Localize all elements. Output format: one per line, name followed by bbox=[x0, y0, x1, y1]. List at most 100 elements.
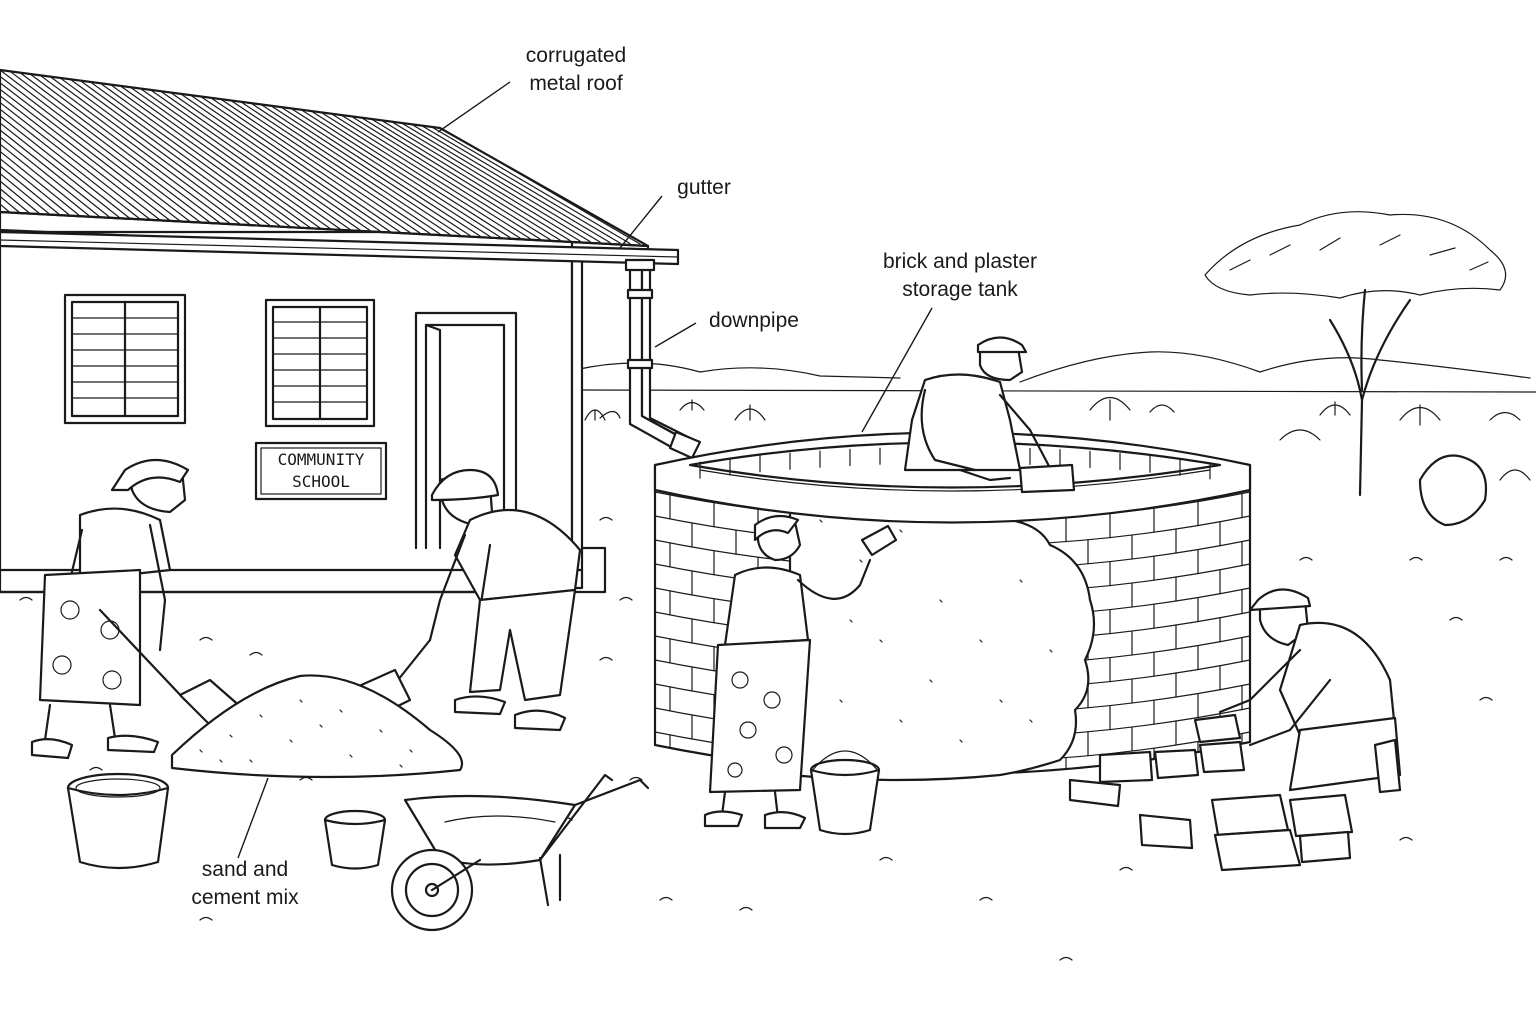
roof-corrugation-line bbox=[0, 70, 131, 220]
loose-bricks bbox=[1068, 713, 1354, 872]
roof-corrugation-line bbox=[29, 73, 231, 225]
label-tank-line1: brick and plaster bbox=[882, 250, 1038, 273]
label-gutter: gutter bbox=[664, 174, 744, 202]
roof-corrugation-line bbox=[249, 101, 451, 236]
roof-corrugation-line bbox=[629, 151, 648, 246]
roof-corrugation-line bbox=[0, 70, 201, 223]
roof-corrugation-line bbox=[0, 70, 151, 221]
roof-corrugation-line bbox=[389, 120, 591, 243]
plaster-texture bbox=[819, 519, 1053, 743]
roof-corrugation-line bbox=[209, 96, 411, 234]
label-roof-line2: metal roof bbox=[529, 72, 623, 95]
roof-corrugation-line bbox=[329, 112, 531, 240]
leader-tank bbox=[861, 307, 933, 433]
leader-lines bbox=[237, 81, 933, 859]
roof-corrugation-line bbox=[359, 116, 561, 241]
school-sign-text: COMMUNITY SCHOOL bbox=[256, 449, 386, 493]
roof-corrugation-line bbox=[189, 94, 391, 233]
roof-corrugation-line bbox=[69, 78, 271, 227]
downpipe bbox=[624, 258, 702, 460]
label-mix-line2: cement mix bbox=[191, 886, 299, 909]
roof-corrugation-line bbox=[39, 74, 241, 225]
acacia-tree bbox=[1204, 211, 1507, 497]
roof-corrugation-line bbox=[19, 71, 221, 224]
label-downpipe: downpipe bbox=[696, 307, 812, 335]
roof-corrugation-line bbox=[49, 75, 251, 226]
roof-corrugation-line bbox=[0, 70, 141, 220]
roof-corrugation-line bbox=[670, 157, 870, 255]
roof-corrugation-line bbox=[159, 90, 361, 231]
roof-corrugation-line bbox=[259, 103, 461, 236]
sand-and-cement-pile bbox=[170, 674, 463, 779]
roof-corrugation-line bbox=[179, 92, 381, 232]
label-downpipe-text: downpipe bbox=[709, 309, 799, 332]
worker-plastering-tank bbox=[703, 514, 898, 830]
roof-corrugation-line bbox=[199, 95, 401, 233]
roof-corrugation-line bbox=[289, 107, 491, 238]
bucket-small bbox=[323, 809, 387, 870]
bucket-by-tank bbox=[809, 750, 881, 836]
label-sand-and-cement-mix: sand and cement mix bbox=[170, 856, 320, 912]
roof-corrugation-line bbox=[0, 70, 71, 217]
roof-corrugation-line bbox=[0, 70, 171, 222]
leader-mix bbox=[237, 777, 269, 859]
leader-downpipe bbox=[654, 322, 697, 348]
sign-line1: COMMUNITY bbox=[277, 450, 365, 469]
roof-corrugation-line bbox=[0, 70, 91, 218]
leader-gutter bbox=[619, 195, 663, 249]
roof-corrugation-line bbox=[309, 109, 511, 239]
roof-corrugation-line bbox=[99, 82, 301, 228]
roof-corrugation-line bbox=[0, 70, 181, 222]
roof-corrugation-line bbox=[419, 123, 621, 244]
sign-line2: SCHOOL bbox=[292, 472, 350, 491]
roof-corrugation-line bbox=[399, 121, 601, 243]
roof-corrugation-line bbox=[639, 152, 648, 246]
label-mix-line1: sand and bbox=[201, 858, 289, 881]
roof-corrugation-line bbox=[0, 70, 161, 221]
worker-laying-bricks-on-tank bbox=[903, 336, 1076, 494]
leader-roof bbox=[437, 81, 511, 133]
school-building bbox=[0, 68, 870, 594]
roof-corrugation-line bbox=[0, 70, 111, 219]
worker-stacking-bricks bbox=[1218, 588, 1402, 794]
roof-corrugation-line bbox=[0, 70, 81, 217]
distant-hills bbox=[574, 351, 1536, 393]
school-sign bbox=[254, 441, 388, 501]
roof-corrugation-line bbox=[59, 77, 261, 226]
roof-corrugation-line bbox=[379, 118, 581, 242]
roof-corrugation-line bbox=[0, 70, 51, 216]
roof-corrugation-line bbox=[169, 91, 371, 232]
roof-corrugation-line bbox=[429, 125, 631, 245]
roof-corrugation-line bbox=[349, 114, 551, 241]
roof-corrugation-line bbox=[299, 108, 501, 238]
roof-corrugation-line bbox=[239, 100, 441, 235]
roof-corrugation-line bbox=[660, 156, 860, 255]
label-brick-and-plaster-storage-tank: brick and plaster storage tank bbox=[860, 248, 1060, 304]
wheelbarrow bbox=[390, 773, 650, 932]
brick-and-plaster-storage-tank bbox=[653, 431, 1252, 782]
corrugated-metal-roof bbox=[0, 68, 870, 260]
label-tank-line2: storage tank bbox=[902, 278, 1018, 301]
roof-corrugation-line bbox=[279, 105, 481, 237]
label-gutter-text: gutter bbox=[677, 176, 731, 199]
gutter bbox=[0, 230, 680, 266]
window-right bbox=[264, 298, 376, 428]
roof-corrugation-line bbox=[219, 97, 421, 234]
roof-corrugation-line bbox=[0, 70, 41, 215]
window-left bbox=[63, 293, 187, 425]
roof-corrugation-line bbox=[339, 113, 541, 240]
roof-corrugation-line bbox=[149, 88, 351, 231]
roof-corrugation-line bbox=[109, 83, 311, 229]
roof-corrugation-line bbox=[0, 70, 101, 218]
roof-corrugation-line bbox=[269, 104, 471, 237]
roof-corrugation-line bbox=[119, 84, 321, 229]
label-corrugated-metal-roof: corrugated metal roof bbox=[496, 42, 656, 98]
roof-corrugation-line bbox=[9, 70, 211, 224]
roof-corrugation-line bbox=[139, 87, 341, 230]
roof-corrugation-line bbox=[129, 86, 331, 230]
roof-corrugation-line bbox=[369, 117, 571, 242]
roof-corrugation-line bbox=[229, 99, 431, 235]
roof-corrugation-line bbox=[0, 70, 61, 216]
roof-corrugation-line bbox=[409, 122, 611, 244]
